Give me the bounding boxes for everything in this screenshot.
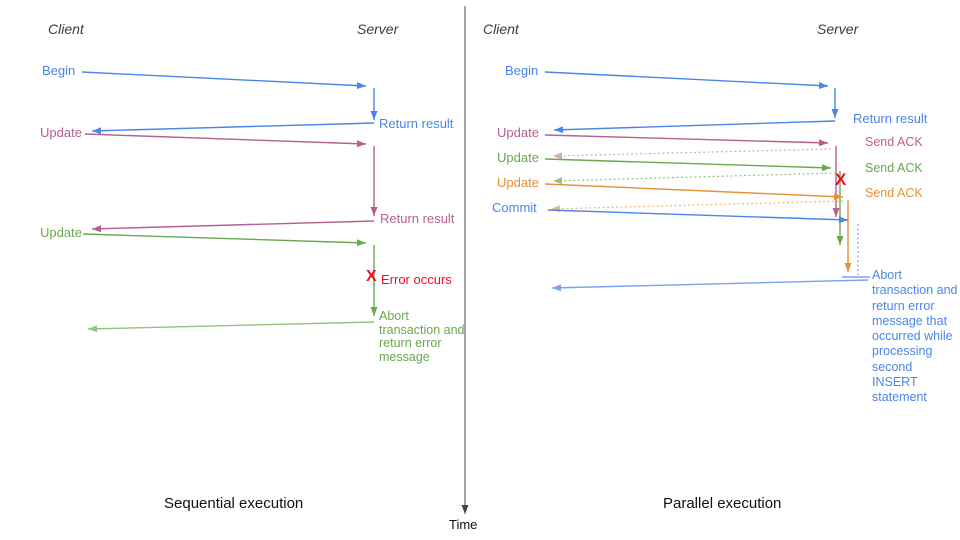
right-update-1-label: Update [497, 125, 539, 140]
right-send-ack-1-arrow [552, 148, 832, 160]
right-update-2-arrow [544, 158, 832, 172]
right-client-header: Client [483, 21, 519, 37]
left-return-result-1-label: Return result [379, 116, 454, 131]
right-send-ack-3-arrow [550, 200, 844, 213]
right-begin-label: Begin [505, 63, 539, 78]
right-update-3-arrow [544, 183, 844, 201]
error-x-icon: X [366, 268, 377, 285]
left-caption: Sequential execution [164, 495, 304, 512]
time-axis-label: Time [449, 517, 478, 532]
right-server-header: Server [817, 21, 859, 37]
right-send-ack-1-label: Send ACK [865, 135, 923, 149]
left-abort-note: Abort transaction and return error messa… [379, 309, 465, 364]
right-return-result-label: Return result [853, 111, 928, 126]
left-update-2-label: Update [40, 225, 82, 240]
left-update-1-label: Update [40, 125, 82, 140]
right-return-result-arrow [553, 120, 836, 134]
right-commit-label: Commit [492, 200, 537, 215]
left-begin-label: Begin [42, 63, 76, 78]
right-begin-arrow [544, 71, 829, 90]
left-update-1-arrow [84, 133, 367, 148]
left-update-2-arrow [82, 233, 367, 247]
right-update-3-label: Update [497, 175, 539, 190]
right-update-1-arrow [544, 134, 829, 147]
left-return-result-2-arrow [91, 220, 375, 233]
left-return-result-1-arrow [91, 122, 375, 135]
error-x-icon: X [835, 170, 847, 189]
left-return-result-2-label: Return result [380, 211, 455, 226]
left-server-header: Server [357, 21, 399, 37]
right-send-ack-2-label: Send ACK [865, 161, 923, 175]
left-begin-arrow [81, 71, 367, 90]
right-send-ack-2-arrow [552, 172, 837, 185]
right-caption: Parallel execution [663, 495, 782, 512]
right-update-2-label: Update [497, 150, 539, 165]
left-abort-return-arrow [87, 321, 375, 333]
right-abort-return-arrow [551, 279, 869, 292]
left-error-occurs-label: Error occurs [381, 272, 452, 287]
right-abort-note: Abort transaction and return error messa… [872, 268, 958, 405]
right-send-ack-3-label: Send ACK [865, 186, 923, 200]
right-commit-arrow [547, 209, 849, 224]
left-client-header: Client [48, 21, 84, 37]
